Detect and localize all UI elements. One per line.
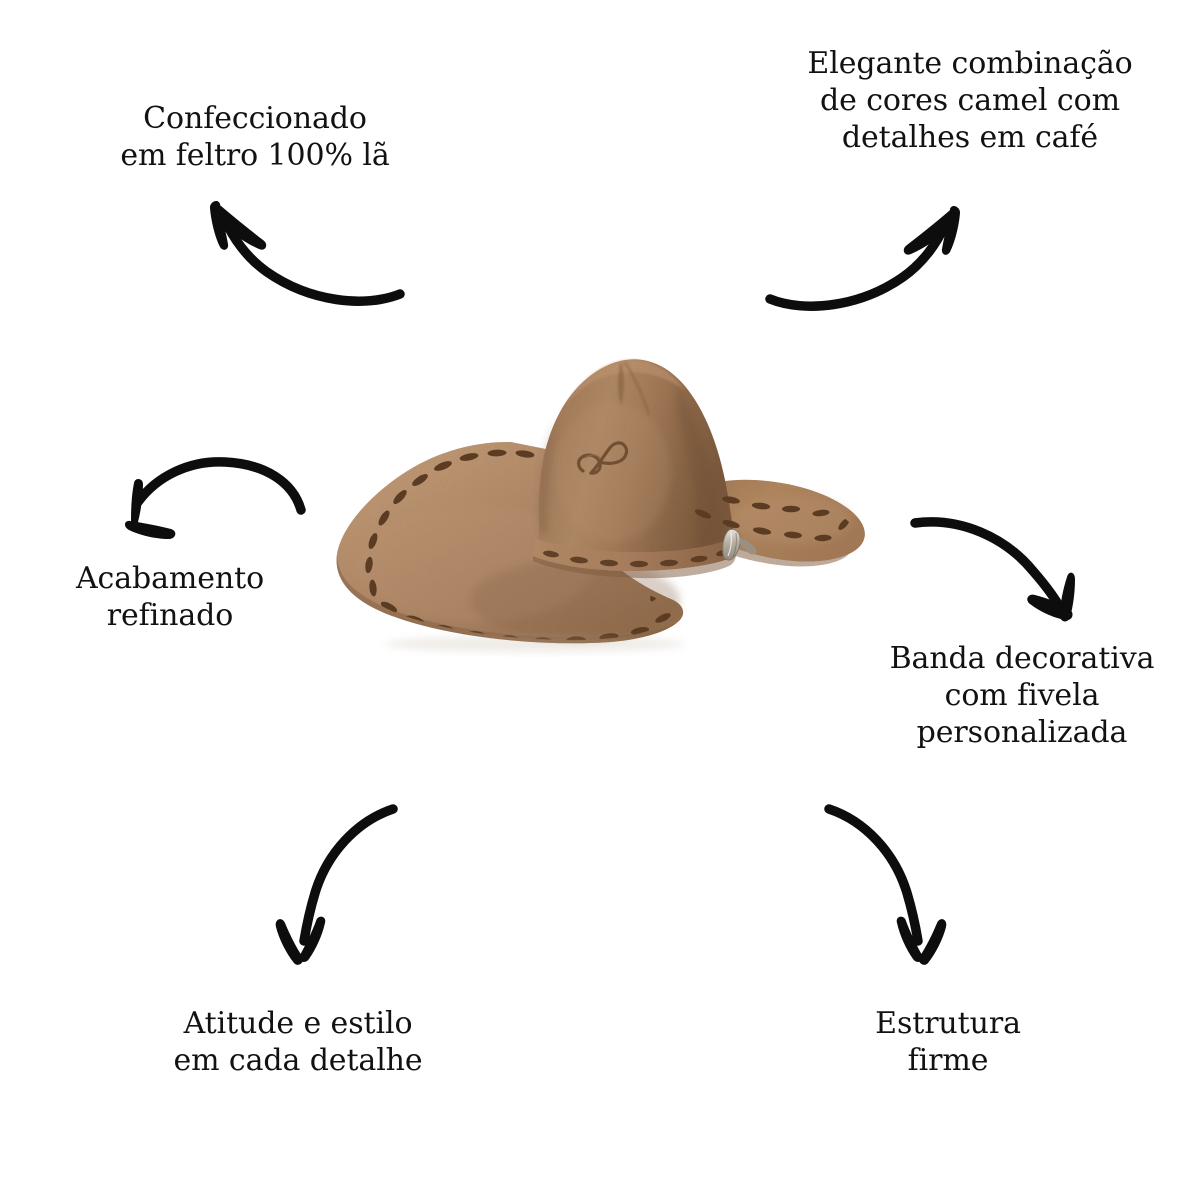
- curved-arrow-down-left-icon: [105, 450, 315, 560]
- callout-text-acabamento: Acabamento refinado: [75, 561, 265, 634]
- curved-arrow-down-icon: [815, 795, 985, 975]
- band-buckle-icon: [722, 528, 757, 561]
- callout-text-estrutura: Estrutura firme: [875, 1006, 1021, 1079]
- hat-brim-left: [336, 441, 684, 644]
- hat-crown: [537, 359, 737, 558]
- curved-arrow-down-icon: [265, 795, 435, 975]
- curved-arrow-up-right-icon: [755, 195, 975, 315]
- curved-arrow-down-right-icon: [905, 505, 1105, 635]
- callout-text-banda: Banda decorativa com fivela personalizad…: [889, 641, 1155, 751]
- brand-logo-emboss-icon: [577, 441, 629, 475]
- callout-text-atitude: Atitude e estilo em cada detalhe: [173, 1006, 423, 1079]
- callout-text-feltro: Confeccionado em feltro 100% lã: [120, 101, 390, 174]
- callout-text-cores: Elegante combinação de cores camel com d…: [807, 46, 1133, 156]
- brim-stitch-holes-right: [673, 496, 850, 542]
- cowboy-hat-product-image: [325, 332, 910, 662]
- curved-arrow-up-left-icon: [195, 190, 415, 310]
